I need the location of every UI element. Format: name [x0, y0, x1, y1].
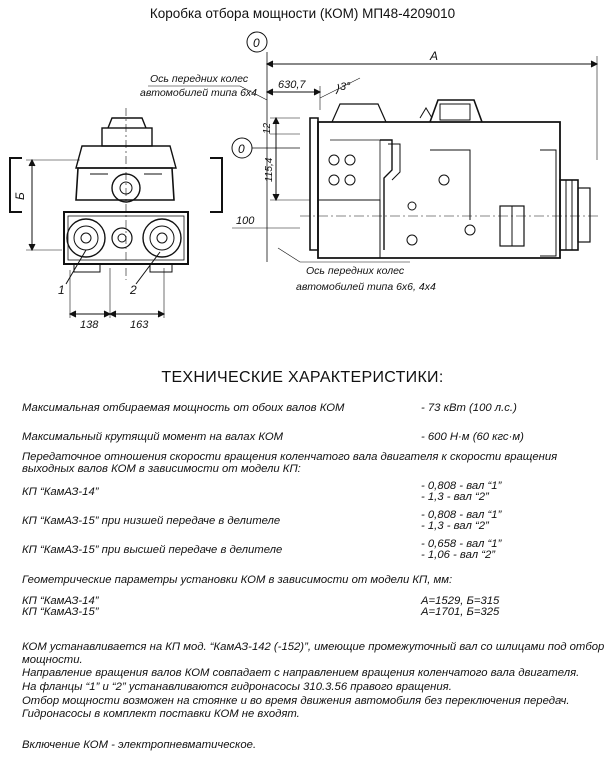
- axis-top-line1: Ось передних колес: [150, 73, 249, 85]
- dim-163-label: 163: [130, 319, 149, 331]
- spec-kp15-low-v2: - 1,3 - вал “2”: [421, 520, 489, 532]
- note-line-2: мощности.: [22, 654, 83, 666]
- spec-geom-kp14-label: КП “КамАЗ-14”: [22, 595, 99, 607]
- spec-max-power-label: Максимальная отбираемая мощность от обои…: [22, 402, 345, 414]
- spec-max-power-value: - 73 кВт (100 л.с.): [421, 402, 517, 414]
- axis-top-line2: автомобилей типа 6х4: [140, 87, 257, 99]
- dim-3deg-label: 3°: [340, 81, 351, 93]
- note-line-1: КОМ устанавливается на КП мод. “КамАЗ-14…: [22, 641, 605, 653]
- note-line-4: На фланцы “1” и “2” устанавливаются гидр…: [22, 681, 452, 693]
- datum-top-label: 0: [253, 36, 260, 50]
- dim-12-label: 12: [262, 122, 273, 134]
- axis-bottom-line1: Ось передних колес: [306, 265, 405, 277]
- specs-heading: ТЕХНИЧЕСКИЕ ХАРАКТЕРИСТИКИ:: [161, 369, 444, 386]
- right-side-view: [148, 31, 600, 263]
- spec-max-torque-value: - 600 Н·м (60 кгс·м): [421, 431, 524, 443]
- dim-630-label: 630,7: [278, 79, 306, 91]
- assembly-drawing: Б 138 163 1 2 А 630,7 3° 12 115,4 100 0 …: [9, 31, 600, 331]
- spec-ratio-intro-2: выходных валов КОМ в зависимости от моде…: [22, 463, 301, 475]
- spec-kp14-v1: - 0,808 - вал “1”: [421, 480, 502, 492]
- spec-geom-intro: Геометрические параметры установки КОМ в…: [22, 574, 453, 586]
- axis-bottom-line2: автомобилей типа 6х6, 4х4: [296, 281, 436, 293]
- dim-115-label: 115,4: [264, 157, 275, 182]
- dim-a-label: А: [429, 49, 438, 63]
- spec-kp15-high-v1: - 0,658 - вал “1”: [421, 538, 502, 550]
- dim-100-label: 100: [236, 215, 255, 227]
- spec-ratio-intro-1: Передаточное отношения скорости вращения…: [22, 451, 558, 463]
- dim-138-label: 138: [80, 319, 99, 331]
- spec-kp15-high-v2: - 1,06 - вал “2”: [421, 549, 496, 561]
- spec-kp15-high-label: КП “КамАЗ-15” при высшей передаче в дели…: [22, 544, 283, 556]
- dim-b-label: Б: [13, 192, 27, 200]
- spec-max-torque-label: Максимальный крутящий момент на валах КО…: [22, 431, 284, 443]
- datum-mid-label: 0: [238, 142, 245, 156]
- page-title: Коробка отбора мощности (КОМ) МП48-42090…: [149, 6, 456, 21]
- note-line-6: Гидронасосы в комплект поставки КОМ не в…: [22, 708, 300, 720]
- spec-kp15-low-v1: - 0,808 - вал “1”: [421, 509, 502, 521]
- left-end-view: [9, 108, 223, 318]
- spec-kp14-label: КП “КамАЗ-14”: [22, 486, 99, 498]
- spec-geom-kp15-label: КП “КамАЗ-15”: [22, 606, 99, 618]
- callout-2: 2: [129, 283, 137, 297]
- spec-kp15-low-label: КП “КамАЗ-15” при низшей передаче в дели…: [22, 515, 281, 527]
- callout-1: 1: [58, 283, 65, 297]
- note-line-7: Включение КОМ - электропневматическое.: [22, 739, 257, 751]
- note-line-3: Направление вращения валов КОМ совпадает…: [22, 667, 580, 679]
- spec-kp14-v2: - 1,3 - вал “2”: [421, 491, 489, 503]
- spec-geom-kp14-value: А=1529, Б=315: [421, 595, 500, 607]
- spec-geom-kp15-value: А=1701, Б=325: [421, 606, 500, 618]
- note-line-5: Отбор мощности возможен на стоянке и во …: [22, 695, 570, 707]
